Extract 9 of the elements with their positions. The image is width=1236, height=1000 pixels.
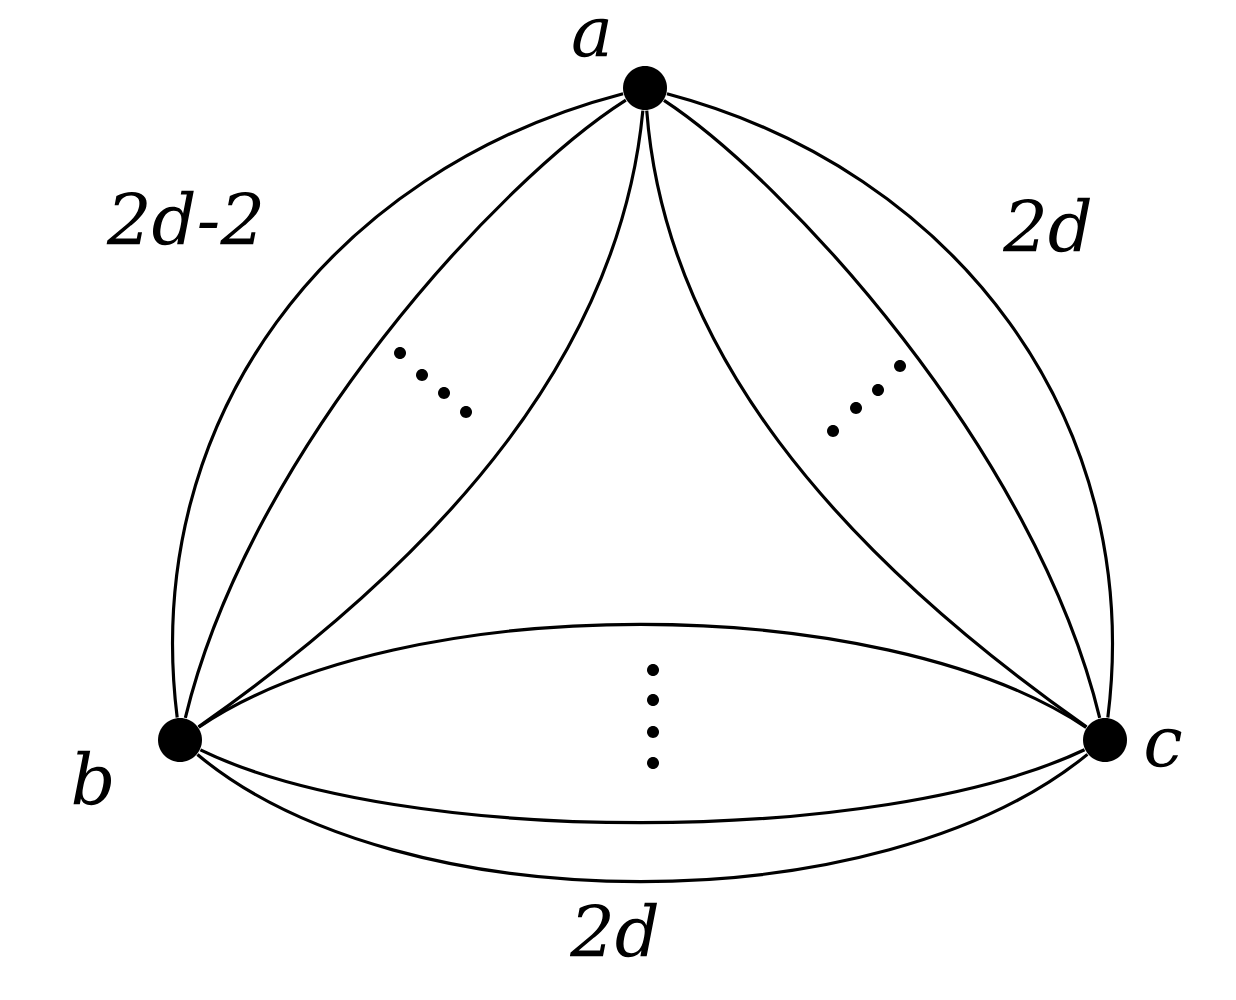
edge-line [198, 622, 1087, 729]
vertex-label: a [573, 18, 609, 58]
vertex-label: c [1146, 728, 1182, 768]
vertex-label: b [73, 750, 111, 806]
edge-line [199, 748, 1086, 825]
edge-label: 2d [1002, 197, 1091, 253]
edge-label: 2d [569, 902, 658, 958]
edge-line [196, 753, 1089, 884]
edge-label: 2d-2 [106, 190, 261, 246]
